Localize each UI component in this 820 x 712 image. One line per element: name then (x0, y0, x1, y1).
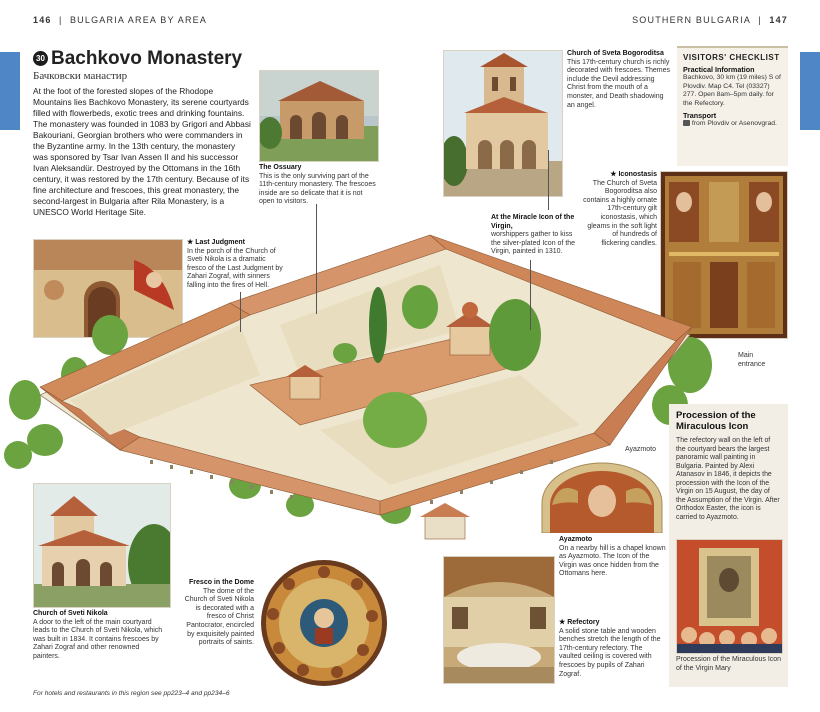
left-page-number: 146 (33, 15, 52, 25)
left-header-title: BULGARIA AREA BY AREA (69, 15, 208, 25)
right-header-title: SOUTHERN BULGARIA (632, 15, 752, 25)
article-subtitle: Бачковски манастир (33, 70, 128, 82)
ossuary-caption-text: This is the only surviving part of the 1… (259, 172, 376, 206)
dome-fresco-caption: Fresco in the Dome The dome of the Churc… (184, 579, 254, 648)
ayazmoto-label: Ayazmoto (625, 446, 656, 453)
miracle-icon-caption-title: At the Miracle Icon of the Virgin, (491, 214, 575, 230)
footer-note: For hotels and restaurants in this regio… (33, 690, 230, 697)
miracle-icon-caption-text: worshippers gather to kiss the silver-pl… (491, 231, 576, 256)
miracle-icon-leader-line (530, 260, 531, 330)
iconostasis-caption: ★ Iconostasis The Church of Sveta Bogoro… (583, 171, 657, 248)
iconostasis-caption-title: ★ Iconostasis (610, 171, 657, 178)
procession-photo (676, 539, 783, 654)
sveti-nikola-caption: Church of Sveti Nikola A door to the lef… (33, 610, 167, 662)
last-judgment-leader-line (240, 292, 241, 332)
iconostasis-caption-text: The Church of Sveta Bogoroditsa also con… (583, 179, 657, 247)
miracle-icon-caption: At the Miracle Icon of the Virgin, worsh… (491, 214, 581, 257)
procession-panel: Procession of the Miraculous Icon The re… (669, 404, 788, 687)
ayazmoto-caption-title: Ayazmoto (559, 536, 593, 543)
sveti-nikola-caption-title: Church of Sveti Nikola (33, 610, 108, 617)
checklist-title: VISITORS' CHECKLIST (683, 53, 780, 62)
transport-title: Transport (683, 111, 717, 121)
dome-fresco-caption-title: Fresco in the Dome (189, 579, 254, 586)
intro-paragraph: At the foot of the forested slopes of th… (33, 86, 251, 217)
left-section-tab (0, 52, 20, 130)
bogoroditsa-caption-title: Church of Sveta Bogoroditsa (567, 50, 664, 57)
refectory-photo (443, 556, 555, 684)
procession-text: The refectory wall on the left of the co… (676, 437, 780, 521)
ayazmoto-fresco-image (541, 462, 663, 533)
right-page-number: 147 (769, 15, 788, 25)
practical-info-title: Practical Information (683, 65, 755, 74)
refectory-caption: ★ Refectory A solid stone table and wood… (559, 619, 665, 679)
monastery-aerial-illustration (4, 234, 712, 540)
ayazmoto-caption-text: On a nearby hill is a chapel known as Ay… (559, 544, 666, 578)
dome-fresco-caption-text: The dome of the Church of Sveti Nikola i… (184, 587, 254, 647)
article-number-badge: 30 (33, 51, 48, 66)
main-entrance-label: Main entrance (738, 352, 766, 368)
refectory-caption-text: A solid stone table and wooden benches s… (559, 627, 661, 678)
iconostasis-photo (660, 171, 788, 339)
dome-fresco-image (261, 560, 387, 686)
practical-info: Practical Information Bachkovo, 30 km (1… (683, 65, 782, 108)
transport-info: Transport from Plovdiv or Asenovgrad. (683, 111, 782, 129)
sveti-nikola-photo (33, 483, 171, 608)
bogoroditsa-caption-text: This 17th-century church is richly decor… (567, 58, 670, 109)
last-judgment-caption: ★ Last Judgment In the porch of the Chur… (187, 239, 283, 291)
article-title-text: Bachkovo Monastery (51, 48, 243, 69)
ossuary-caption-title: The Ossuary (259, 164, 302, 171)
procession-photo-caption: Procession of the Miraculous Icon of the… (676, 656, 782, 672)
ossuary-caption: The Ossuary This is the only surviving p… (259, 164, 379, 207)
last-judgment-caption-text: In the porch of the Church of Sveti Niko… (187, 247, 283, 289)
left-running-header: 146 | BULGARIA AREA BY AREA (33, 15, 208, 25)
ossuary-leader-line (316, 204, 317, 314)
ayazmoto-caption: Ayazmoto On a nearby hill is a chapel kn… (559, 536, 667, 579)
transport-text: from Plovdiv or Asenovgrad. (691, 120, 777, 128)
bogoroditsa-leader-line (548, 150, 549, 210)
right-running-header: SOUTHERN BULGARIA | 147 (632, 15, 788, 25)
bus-icon (683, 120, 690, 127)
sveti-nikola-caption-text: A door to the left of the main courtyard… (33, 618, 163, 660)
refectory-caption-title: ★ Refectory (559, 619, 600, 626)
last-judgment-caption-title: ★ Last Judgment (187, 239, 246, 246)
right-section-tab (800, 52, 820, 130)
visitors-checklist: VISITORS' CHECKLIST Practical Informatio… (677, 46, 788, 166)
procession-title: Procession of the Miraculous Icon (676, 410, 756, 432)
practical-info-text: Bachkovo, 30 km (19 miles) S of Plovdiv.… (683, 74, 781, 107)
bogoroditsa-photo (443, 50, 563, 197)
bogoroditsa-caption: Church of Sveta Bogoroditsa This 17th-ce… (567, 50, 671, 110)
ossuary-photo (259, 70, 379, 162)
